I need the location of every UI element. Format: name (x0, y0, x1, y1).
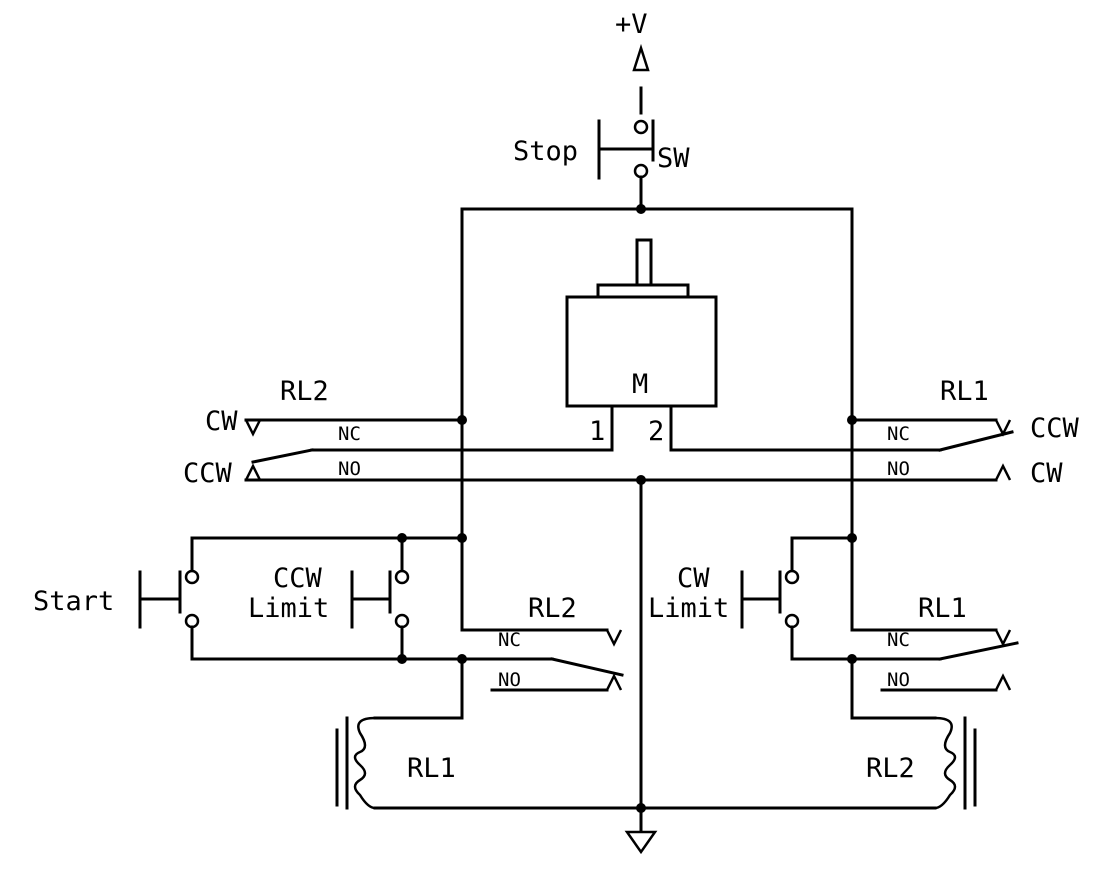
rl1-motor-contact: RL1 CCW CW NC NO (639, 376, 1080, 489)
ccw-right-label: CCW (1030, 413, 1080, 444)
rl2-coil-label: RL2 (866, 753, 915, 784)
rl2-coil: RL2 (639, 716, 977, 810)
start-label: Start (33, 586, 114, 617)
cw-limit-switch: CW Limit (648, 533, 942, 661)
motor-pin-1: 1 (589, 416, 605, 447)
stop-switch-contact-top (633, 119, 649, 135)
cw-limit-label-2: Limit (648, 593, 729, 624)
supply-label: +V (615, 9, 648, 40)
rl2-top-label: RL2 (280, 376, 329, 407)
rl1-mid-label: RL1 (918, 593, 967, 624)
sw-label: SW (657, 143, 690, 174)
stop-label: Stop (513, 136, 578, 167)
rl2-mid-label: RL2 (528, 593, 577, 624)
rl2-interlock-contact: RL2 NC NO (457, 593, 624, 720)
motor: M 1 2 (565, 238, 718, 452)
stop-switch: Stop SW (513, 119, 690, 211)
cw-left-label: CW (205, 406, 238, 437)
ccw-left-label: CCW (183, 458, 233, 489)
stop-switch-contact-bottom (633, 163, 649, 179)
rl1-top-label: RL1 (940, 376, 989, 407)
ccw-limit-switch: CCW Limit (190, 533, 554, 664)
rl1-coil-label: RL1 (407, 753, 456, 784)
ccw-limit-label-1: CCW (273, 563, 323, 594)
rl1-mid-no-label: NO (887, 669, 910, 691)
cw-limit-label-1: CW (677, 563, 710, 594)
rl2-nc-label: NC (338, 423, 361, 445)
rl2-motor-contact: RL2 CW CCW NC NO (183, 376, 643, 489)
motor-pin-2: 2 (648, 416, 664, 447)
rl1-nc-label: NC (887, 423, 910, 445)
motor-body (565, 295, 718, 408)
rl2-no-label: NO (338, 458, 361, 480)
cw-right-label: CW (1030, 458, 1063, 489)
rl1-mid-nc-label: NC (887, 629, 910, 651)
common-rail (624, 475, 658, 855)
ground-symbol (624, 830, 658, 855)
motor-label: M (632, 369, 648, 400)
ccw-limit-label-2: Limit (248, 593, 329, 624)
rl2-mid-no-label: NO (498, 669, 521, 691)
rl2-mid-nc-label: NC (498, 629, 521, 651)
start-pushbutton: Start (33, 536, 464, 661)
rl1-interlock-contact: RL1 NC NO (847, 593, 1019, 720)
supply-terminal: +V (615, 9, 650, 115)
rl1-no-label: NO (887, 458, 910, 480)
rl1-coil: RL1 (335, 716, 643, 810)
